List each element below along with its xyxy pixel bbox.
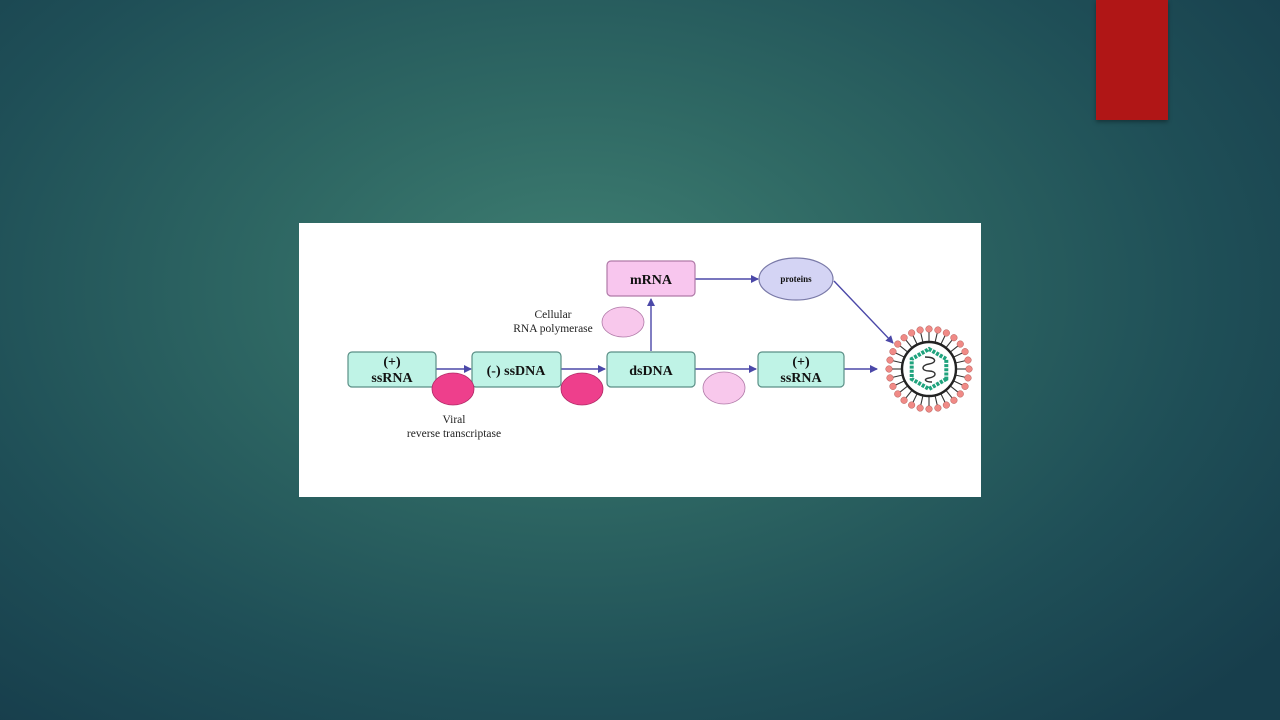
virion-spike-knob: [950, 396, 958, 404]
arrow-proteins-to-virion: [833, 280, 894, 344]
node-ssrna-right-line2: ssRNA: [780, 371, 822, 386]
arrows: [436, 275, 894, 373]
node-dsdna-label: dsDNA: [629, 364, 673, 379]
label-cellular-line2: RNA polymerase: [513, 323, 593, 335]
virion-spike-knob: [885, 365, 893, 373]
virus-particle-icon: [885, 325, 973, 413]
virion-spike-knob: [956, 340, 964, 348]
node-ssrna-right: (+) ssRNA: [757, 351, 845, 388]
virion-spike-knob: [964, 356, 972, 364]
virion-spike-knob: [942, 401, 950, 409]
node-mrna-label: mRNA: [630, 273, 673, 288]
node-ssdna: (-) ssDNA: [471, 351, 562, 388]
virion-spike-knob: [961, 348, 969, 356]
virion-spike-knob: [894, 340, 902, 348]
virion-spike-knob: [961, 382, 969, 390]
node-proteins-label: proteins: [780, 274, 812, 284]
retrovirus-replication-diagram: (+) ssRNA (-) ssDNA dsDNA mRNA proteins: [299, 223, 981, 497]
virion-spike-knob: [889, 348, 897, 356]
accent-bar: [1096, 0, 1168, 120]
virion-spike-knob: [894, 390, 902, 398]
label-viral-line2: reverse transcriptase: [407, 428, 501, 440]
node-ssrna-left: (+) ssRNA: [347, 351, 437, 388]
virion-spike-knob: [950, 334, 958, 342]
node-ssdna-label: (-) ssDNA: [487, 364, 547, 379]
node-ssrna-left-line1: (+): [383, 355, 401, 370]
virion-spike-knob: [964, 374, 972, 382]
virion-spike-knob: [900, 334, 908, 342]
virion-spike-knob: [965, 365, 973, 373]
virion-spike-knob: [956, 390, 964, 398]
enzyme-cellular-rna-polymerase-1: [601, 306, 645, 338]
node-ssrna-left-line2: ssRNA: [371, 371, 413, 386]
virion-spike-knob: [908, 329, 916, 337]
virion-spike-knob: [916, 326, 924, 334]
node-proteins: proteins: [758, 257, 834, 301]
enzyme-viral-reverse-transcriptase-1: [431, 372, 475, 406]
virion-spike-knob: [934, 326, 942, 334]
virion-spike-knob: [916, 404, 924, 412]
enzyme-viral-reverse-transcriptase-2: [560, 372, 604, 406]
node-dsdna: dsDNA: [606, 351, 696, 388]
diagram-canvas: (+) ssRNA (-) ssDNA dsDNA mRNA proteins: [347, 257, 973, 440]
enzyme-cellular-rna-polymerase-2: [702, 371, 746, 405]
virion-spike-knob: [900, 396, 908, 404]
node-ssrna-right-line1: (+): [792, 355, 810, 370]
virion-spike-knob: [886, 356, 894, 364]
virion-spike-knob: [942, 329, 950, 337]
virion-spike-knob: [925, 405, 933, 413]
virion-spike-knob: [908, 401, 916, 409]
virion-spike-knob: [934, 404, 942, 412]
virion-spike-knob: [886, 374, 894, 382]
label-cellular-line1: Cellular: [534, 309, 571, 321]
virion-spike-knob: [889, 382, 897, 390]
virion-spike-knob: [925, 325, 933, 333]
node-mrna: mRNA: [606, 260, 696, 297]
label-viral-line1: Viral: [443, 414, 466, 426]
